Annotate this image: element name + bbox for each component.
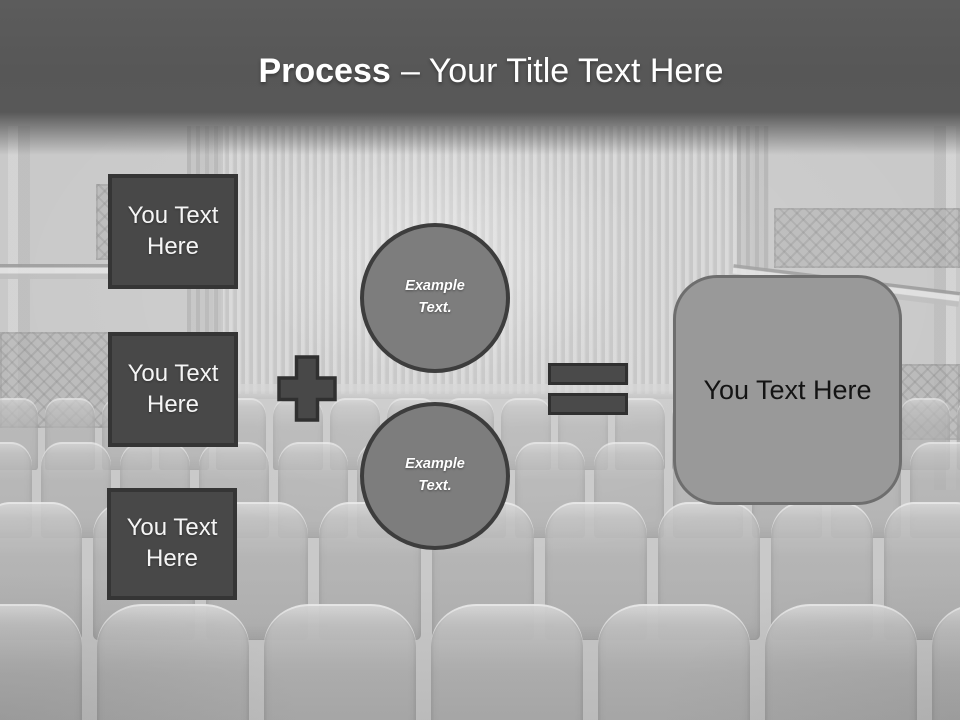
example-circle-2[interactable]: Example Text. [360, 402, 510, 550]
example-label-2: Example Text. [405, 456, 465, 494]
equals-icon[interactable] [548, 363, 628, 415]
slide-title[interactable]: Process– Your Title Text Here [258, 52, 724, 90]
step-box-1[interactable]: You Text Here [108, 174, 238, 289]
result-box[interactable]: You Text Here [673, 275, 902, 505]
step-box-3[interactable]: You Text Here [107, 488, 237, 600]
example-circle-1[interactable]: Example Text. [360, 223, 510, 373]
title-bar: Process– Your Title Text Here [0, 0, 960, 160]
step-label-1: You Text Here [127, 201, 219, 260]
step-box-2[interactable]: You Text Here [108, 332, 238, 447]
equals-bar-bottom [548, 393, 628, 415]
equals-bar-top [548, 363, 628, 385]
step-label-3: You Text Here [126, 514, 218, 572]
title-rest: – Your Title Text Here [400, 52, 724, 90]
result-label: You Text Here [703, 374, 872, 405]
example-label-1: Example Text. [405, 278, 465, 316]
step-label-2: You Text Here [127, 359, 219, 418]
seat-row-near [0, 604, 960, 720]
title-emphasis: Process [258, 52, 391, 90]
plus-icon[interactable] [277, 355, 337, 422]
